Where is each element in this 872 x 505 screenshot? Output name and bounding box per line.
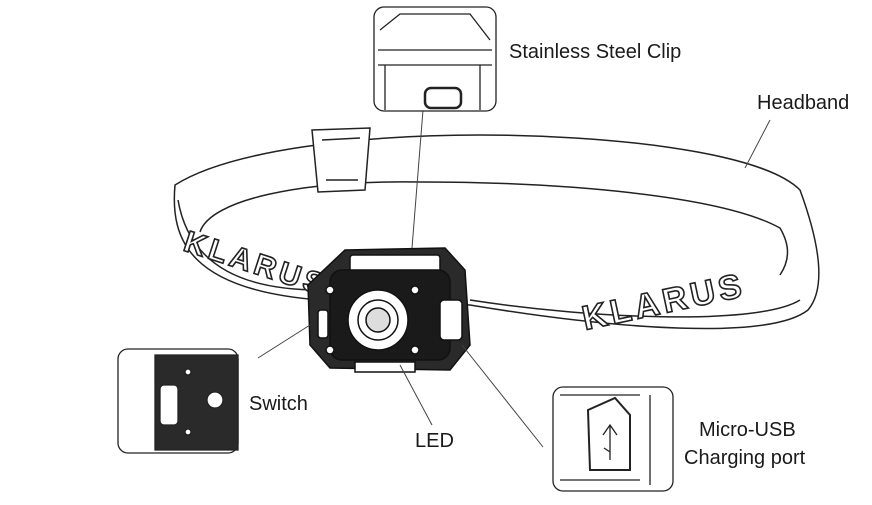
lamp-body — [307, 247, 471, 373]
label-micro-usb: Micro-USB — [699, 419, 796, 441]
leader-lines — [257, 109, 771, 448]
label-switch: Switch — [249, 393, 308, 415]
label-stainless-steel-clip: Stainless Steel Clip — [509, 41, 682, 63]
switch-callout — [117, 348, 239, 454]
clip-callout — [373, 6, 497, 112]
label-charging-port: Charging port — [684, 447, 806, 469]
usb-callout — [552, 386, 674, 492]
label-led: LED — [415, 430, 454, 452]
label-headband: Headband — [757, 92, 850, 114]
